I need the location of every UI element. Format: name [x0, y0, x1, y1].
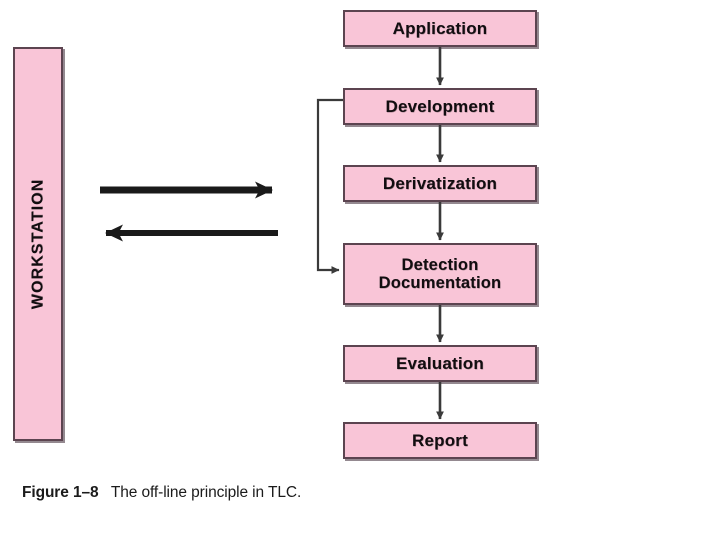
figure-caption-number: Figure 1–8: [22, 484, 99, 501]
connector-development-bypass-to-detection: [316, 98, 343, 274]
node-report: Report: [343, 422, 537, 459]
node-derivatization-label: Derivatization: [382, 173, 498, 193]
node-derivatization: Derivatization: [343, 165, 537, 202]
workstation-box: WORKSTATION: [13, 47, 63, 441]
figure-caption: Figure 1–8 The off-line principle in TLC…: [22, 484, 662, 502]
node-application-label: Application: [392, 18, 488, 38]
figure-caption-text: The off-line principle in TLC.: [110, 484, 302, 501]
node-report-label: Report: [412, 430, 468, 450]
node-detection-line-1: Detection: [401, 255, 479, 274]
node-evaluation-label: Evaluation: [396, 353, 484, 373]
node-evaluation: Evaluation: [343, 345, 537, 382]
node-application: Application: [343, 10, 537, 47]
node-development: Development: [343, 88, 537, 125]
workstation-label: WORKSTATION: [29, 178, 47, 310]
node-development-label: Development: [385, 96, 495, 116]
node-detection-line-2: Documentation: [378, 274, 502, 292]
